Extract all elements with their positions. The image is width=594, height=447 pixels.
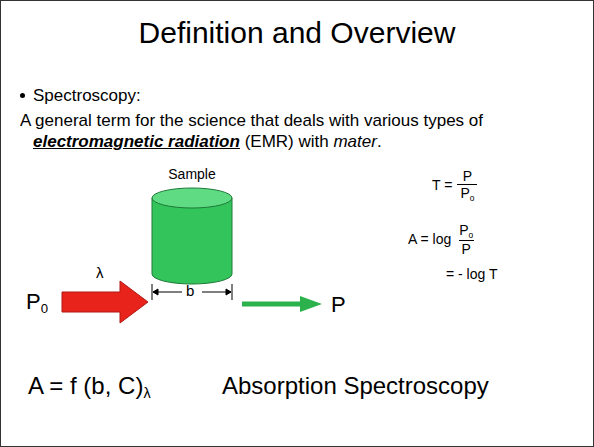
cylinder-shape [150, 186, 234, 286]
formula-text: A = log [408, 231, 451, 247]
bullet-dot [20, 93, 25, 98]
transmittance-formula: T = PPo [432, 168, 477, 203]
formula-text: P [463, 168, 472, 184]
formula-lhs: T = [432, 177, 452, 193]
absorbance-formula-line2: = - log T [446, 266, 498, 282]
denominator: Po [457, 184, 477, 203]
wavelength-symbol: λ [96, 264, 104, 281]
dimension-label: b [186, 282, 194, 299]
subtitle-text: Absorption Spectroscopy [222, 372, 489, 399]
subscript: o [470, 193, 475, 203]
fraction: PoP [456, 222, 476, 257]
numerator: P [460, 168, 475, 184]
body-text: (EMR) with [245, 132, 329, 151]
formula-text: P [459, 222, 468, 238]
power-symbol: P [331, 292, 346, 317]
denominator: P [459, 240, 474, 257]
transmitted-beam-arrow [242, 296, 322, 312]
fraction: PPo [457, 168, 477, 203]
subtitle-text: Absorption Spectroscopy [222, 372, 489, 400]
power-symbol: P [26, 289, 41, 314]
absorbance-function: A = f (b, C)λ [28, 372, 151, 401]
subscript: λ [143, 385, 150, 401]
transmitted-power-label: P [331, 292, 346, 318]
path-length-label: b [186, 282, 194, 299]
formula-text: P [460, 185, 469, 201]
punctuation: . [377, 132, 382, 151]
node-label: Sample [150, 166, 234, 182]
formula-text: = - log T [446, 266, 498, 282]
function-text: A = f (b, C) [28, 372, 143, 399]
subscript: 0 [41, 301, 48, 316]
term-text: Spectroscopy: [33, 86, 141, 105]
title-text: Definition and Overview [139, 16, 456, 49]
wavelength-label: λ [96, 264, 104, 281]
body-text: A general term for the science that deal… [20, 111, 483, 130]
incident-beam-arrow [62, 281, 148, 323]
bullet-line: Spectroscopy: [20, 86, 141, 106]
formula-text: P [462, 241, 471, 257]
definition-paragraph: A general term for the science that deal… [20, 110, 563, 152]
formula-lhs: A = log [408, 231, 451, 247]
slide-title: Definition and Overview [0, 16, 594, 50]
subscript: o [469, 230, 474, 240]
absorbance-formula: A = log PoP [408, 222, 476, 257]
formula-text: T = [432, 177, 452, 193]
body-text: mater [333, 132, 376, 151]
numerator: Po [456, 222, 476, 240]
key-term: electromagnetic radiation [33, 132, 240, 151]
sample-cylinder: Sample [150, 166, 234, 286]
incident-power-label: P0 [26, 289, 48, 316]
